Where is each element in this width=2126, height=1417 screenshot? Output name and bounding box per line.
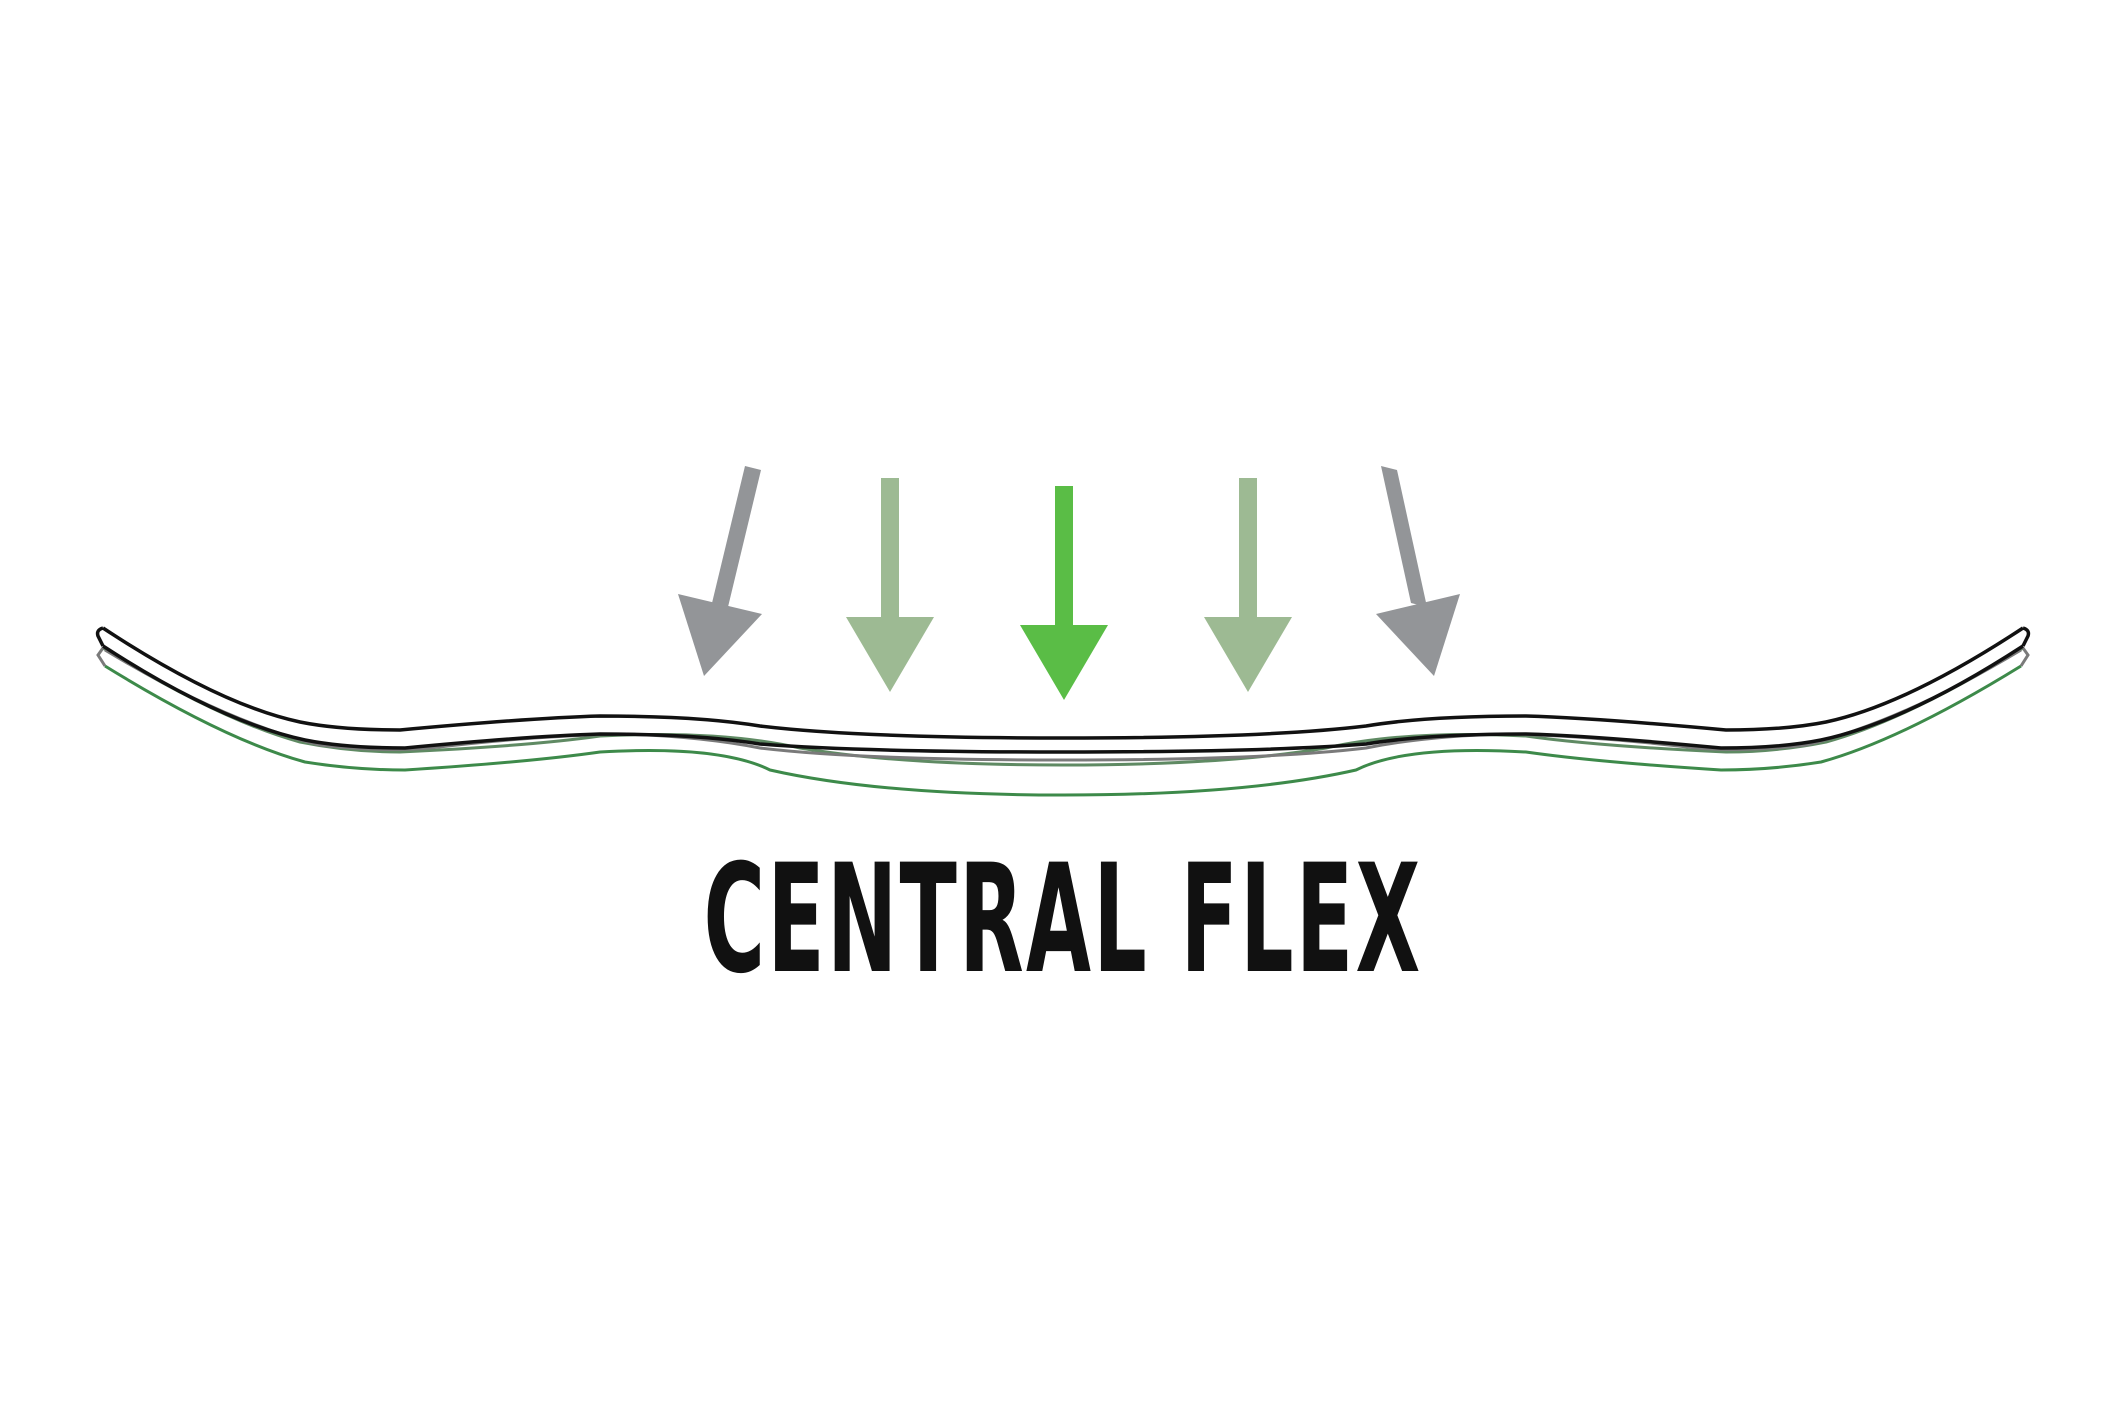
center-arrow xyxy=(1020,486,1108,700)
outer-left-arrow xyxy=(678,466,762,676)
inner-left-arrow xyxy=(846,478,934,692)
flexed-board-top-edge xyxy=(102,646,2024,767)
board-left-tip xyxy=(95,626,105,647)
board-right-tip xyxy=(2021,626,2031,647)
flexed-board-bottom-edge xyxy=(104,664,2022,797)
flexed-board-right-tip xyxy=(2019,647,2030,667)
outer-right-arrow xyxy=(1376,466,1460,676)
flexed-board-left-tip xyxy=(96,647,107,667)
caption-text: CENTRAL FLEX xyxy=(703,833,1423,1007)
board-top-edge xyxy=(102,626,2024,740)
inner-right-arrow xyxy=(1204,478,1292,692)
board-bottom-edge xyxy=(102,644,2024,754)
pressure-arrows xyxy=(678,466,1460,700)
board xyxy=(95,626,2031,754)
diagram-caption: CENTRAL FLEX xyxy=(0,845,2126,995)
